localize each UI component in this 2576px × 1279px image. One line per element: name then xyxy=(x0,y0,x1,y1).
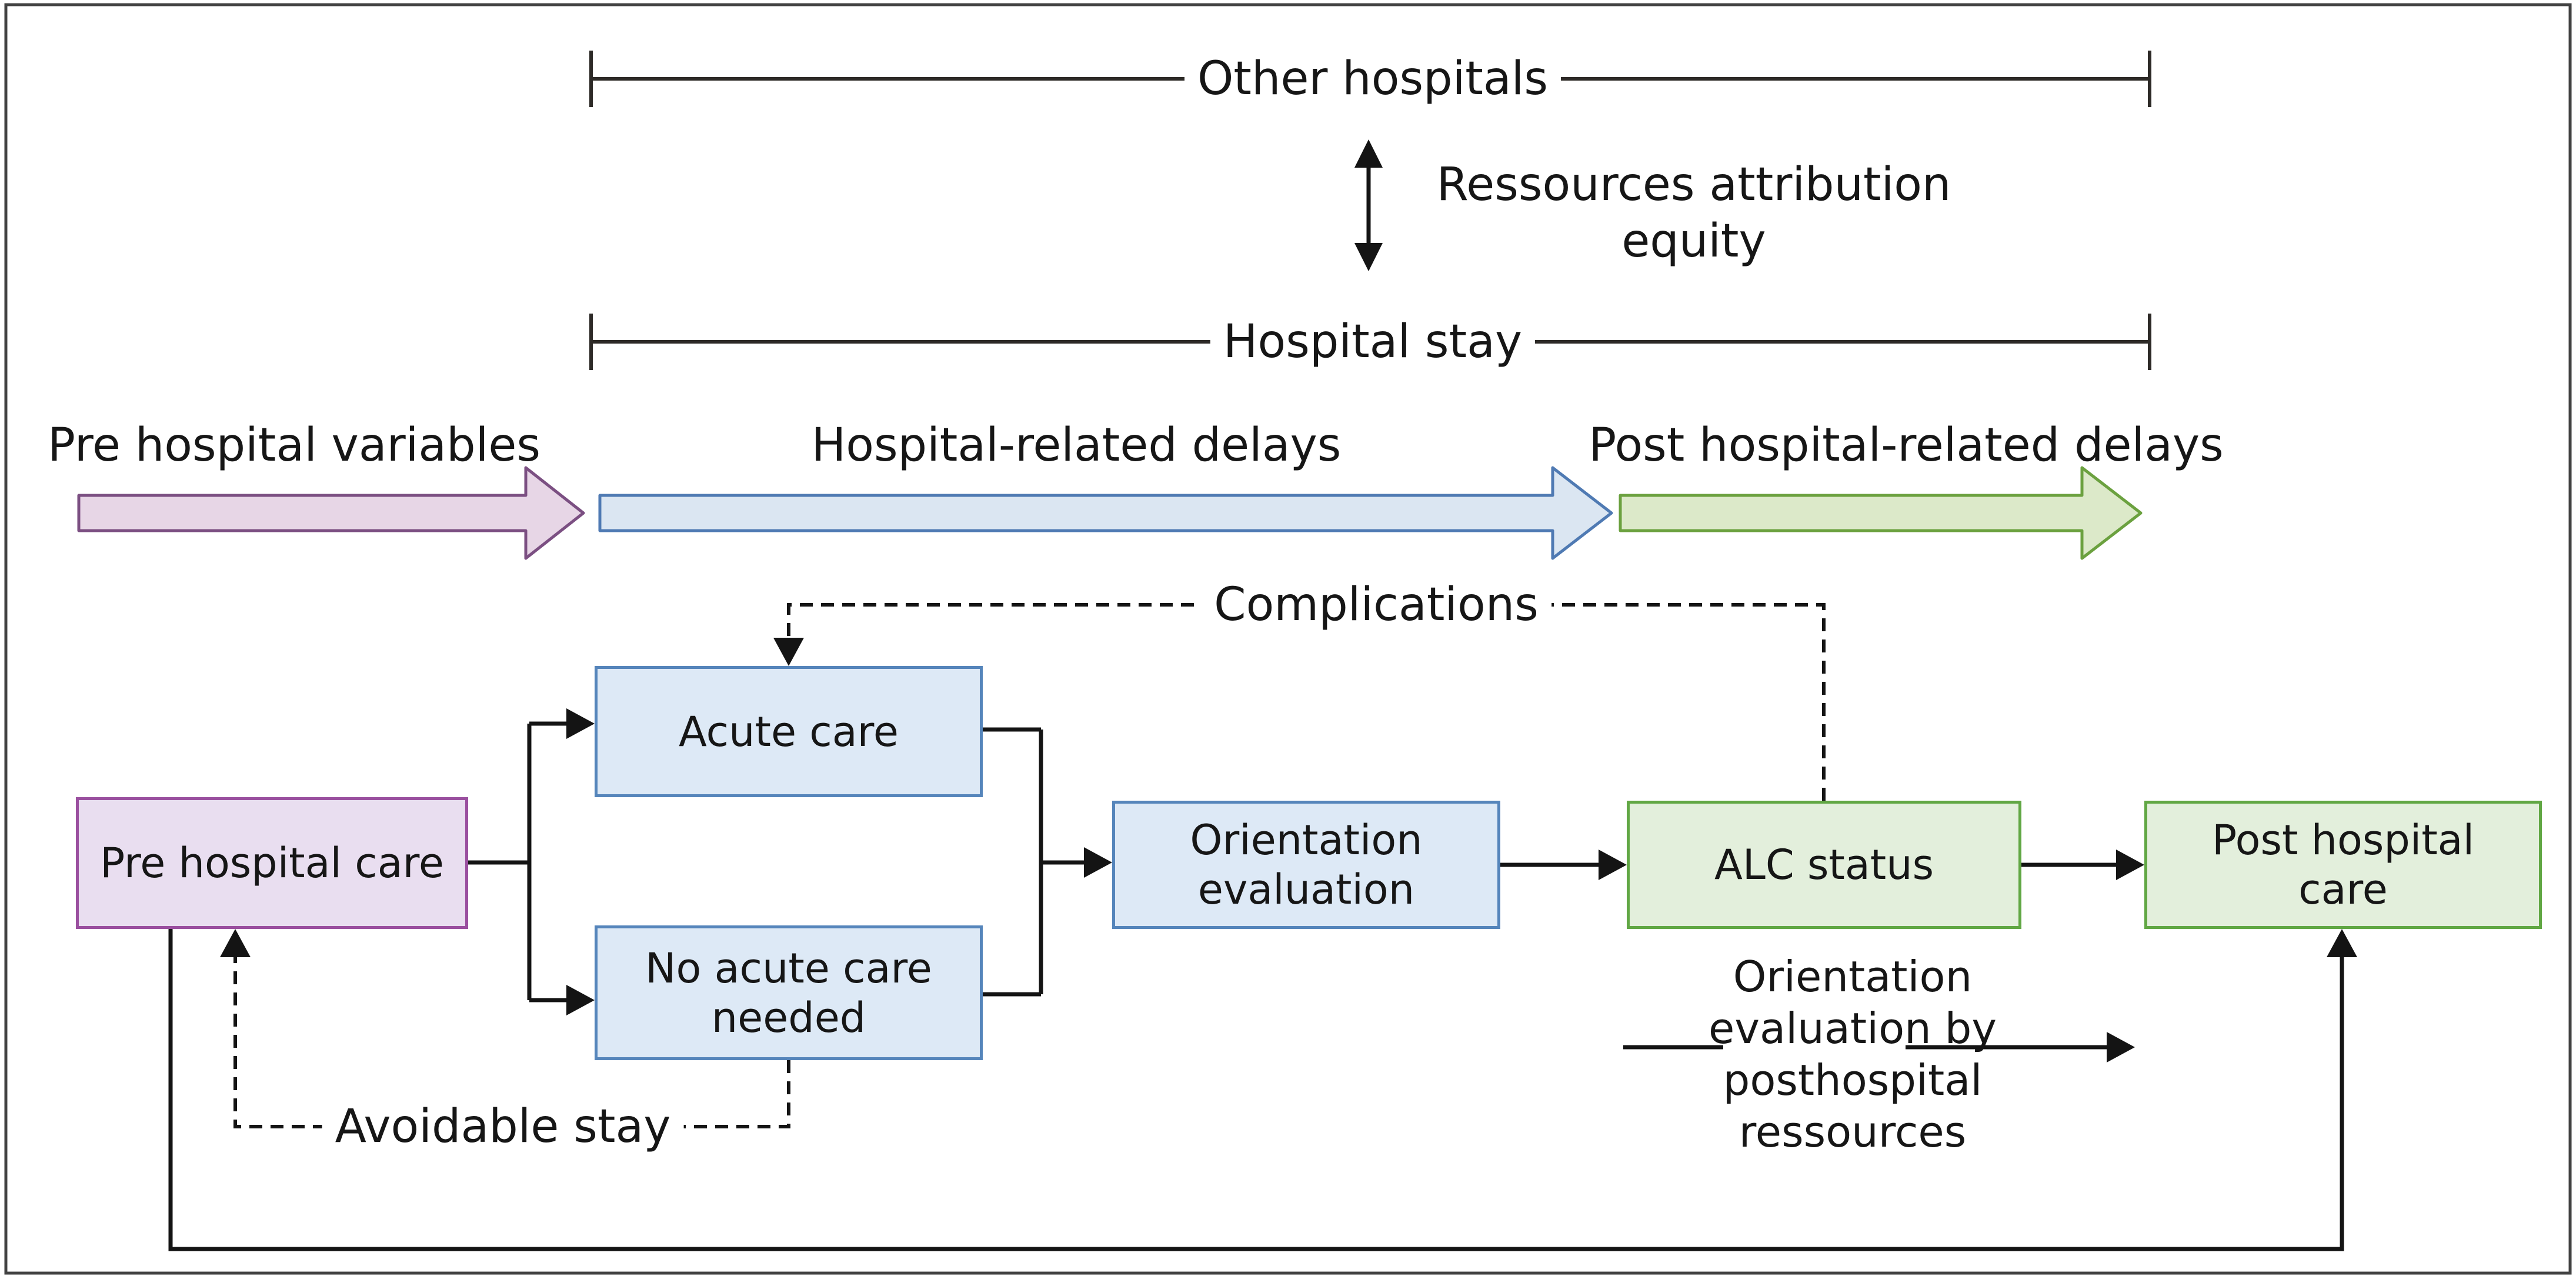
node-acute-care: Acute care xyxy=(595,666,983,797)
other-hospitals-bracket-label: Other hospitals xyxy=(1184,51,1561,107)
posthospital-orientation-label: Orientation evaluation by posthospital r… xyxy=(1709,952,1997,1157)
node-no-acute-care-needed: No acute care needed xyxy=(595,925,983,1060)
node-alc-status: ALC status xyxy=(1627,801,2021,929)
figure-border xyxy=(4,3,2572,1275)
complications-edge-label: Complications xyxy=(1201,577,1551,633)
resources-attribution-equity-label: Ressources attribution equity xyxy=(1436,158,1951,268)
arrowhead-to-alc-status xyxy=(1599,850,1627,880)
post-hospital-phase-arrow xyxy=(1619,466,2143,560)
hospital-related-delays-label: Hospital-related delays xyxy=(811,419,1342,472)
arrowhead-avoidable-stay-up xyxy=(220,929,251,957)
hospital-phase-arrow xyxy=(598,466,1613,560)
arrowhead-bottom-loop-up xyxy=(2327,929,2357,957)
arrowhead-to-no-acute-care xyxy=(566,985,595,1015)
equity-arrowhead-down xyxy=(1354,243,1383,271)
arrowhead-to-acute-care xyxy=(566,708,595,739)
arrowhead-to-orientation-evaluation xyxy=(1084,847,1112,878)
solid-flow-lines xyxy=(168,721,2344,1251)
avoidable-stay-edge-label: Avoidable stay xyxy=(322,1098,684,1155)
pre-hospital-phase-arrow xyxy=(77,466,585,560)
hospital-stay-bracket-label: Hospital stay xyxy=(1210,314,1536,370)
node-pre-hospital-care: Pre hospital care xyxy=(76,797,468,929)
node-orientation-evaluation: Orientation evaluation xyxy=(1112,801,1500,929)
arrowhead-posthospital-orientation xyxy=(2107,1032,2135,1062)
arrowhead-to-post-hospital-care xyxy=(2116,850,2144,880)
pre-hospital-variables-label: Pre hospital variables xyxy=(48,419,540,472)
post-hospital-related-delays-label: Post hospital-related delays xyxy=(1589,419,2224,472)
arrowhead-complications-down xyxy=(773,638,804,666)
equity-arrowhead-up xyxy=(1354,139,1383,168)
node-post-hospital-care: Post hospital care xyxy=(2144,801,2542,929)
